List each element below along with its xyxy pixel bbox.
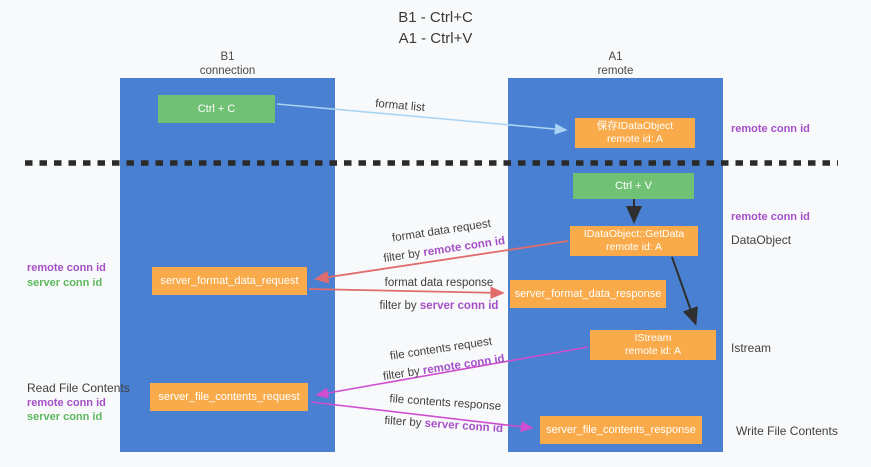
read-file-contents-label: Read File Contents: [27, 381, 130, 395]
file-contents-request-label: file contents request filter by remote c…: [353, 327, 532, 390]
server-conn-id-key: server conn id: [419, 300, 499, 312]
istream-line2: remote id: A: [624, 345, 682, 357]
lane-a1-role: remote: [597, 65, 634, 77]
filter-by-text: filter by: [382, 365, 424, 383]
getdata-line1: IDataObject::GetData: [583, 228, 685, 240]
istream-side-label: Istream: [731, 341, 772, 355]
diagram-title: B1 - Ctrl+C A1 - Ctrl+V: [0, 7, 871, 49]
left-file-remote-conn-id: remote conn id: [27, 397, 106, 409]
left-format-remote-conn-id: remote conn id: [27, 262, 106, 274]
node-save-idataobject: 保存IDataObject remote id: A: [575, 118, 695, 148]
remote-conn-id-top-label: remote conn id: [731, 123, 810, 135]
node-ctrl-v: Ctrl + V: [573, 173, 694, 199]
filter-by-text: filter by: [382, 247, 425, 265]
lane-b1-name: B1: [220, 51, 235, 63]
title-line-1: B1 - Ctrl+C: [398, 9, 473, 26]
filter-by-text: filter by: [379, 300, 420, 312]
left-format-server-conn-id: server conn id: [27, 277, 103, 289]
format-data-response-label: format data response filter by server co…: [363, 272, 515, 318]
node-server-file-contents-response: server_file_contents_response: [540, 416, 702, 444]
save-idataobject-line1: 保存IDataObject: [596, 120, 674, 132]
file-contents-response-label: file contents response filter by server …: [361, 386, 529, 441]
filter-by-text: filter by: [384, 414, 426, 430]
server-file-contents-response-label: server_file_contents_response: [546, 423, 696, 436]
remote-conn-id-mid-label: remote conn id: [731, 211, 810, 223]
node-server-file-contents-request: server_file_contents_request: [150, 383, 308, 411]
getdata-line2: remote id: A: [605, 241, 663, 253]
lane-header-b1: B1 connection: [120, 50, 335, 78]
ctrl-c-label: Ctrl + C: [197, 102, 236, 115]
format-data-response-filter: filter by server conn id: [363, 295, 515, 318]
format-data-response-text: format data response: [384, 277, 494, 289]
lane-a1-name: A1: [608, 51, 623, 63]
left-file-server-conn-id: server conn id: [27, 411, 103, 423]
title-line-2: A1 - Ctrl+V: [398, 30, 473, 47]
format-data-request-label: format data request filter by remote con…: [356, 210, 530, 273]
server-format-data-request-label: server_format_data_request: [160, 274, 299, 287]
server-conn-id-key: server conn id: [424, 417, 504, 436]
ctrl-v-label: Ctrl + V: [615, 179, 652, 192]
dataobject-label: DataObject: [731, 233, 792, 247]
format-list-text: format list: [374, 97, 426, 115]
lane-b1-role: connection: [199, 65, 256, 77]
lane-header-a1: A1 remote: [508, 50, 723, 78]
node-server-format-data-response: server_format_data_response: [510, 280, 666, 308]
server-file-contents-request-label: server_file_contents_request: [158, 390, 300, 403]
node-idataobject-getdata: IDataObject::GetData remote id: A: [570, 226, 698, 256]
node-istream: IStream remote id: A: [590, 330, 716, 360]
istream-line1: IStream: [634, 332, 672, 344]
node-server-format-data-request: server_format_data_request: [152, 267, 307, 295]
server-format-data-response-label: server_format_data_response: [514, 287, 662, 300]
write-file-contents-label: Write File Contents: [736, 424, 838, 438]
save-idataobject-line2: remote id: A: [606, 133, 664, 145]
node-ctrl-c: Ctrl + C: [158, 95, 275, 123]
format-list-label: format list: [344, 92, 455, 121]
